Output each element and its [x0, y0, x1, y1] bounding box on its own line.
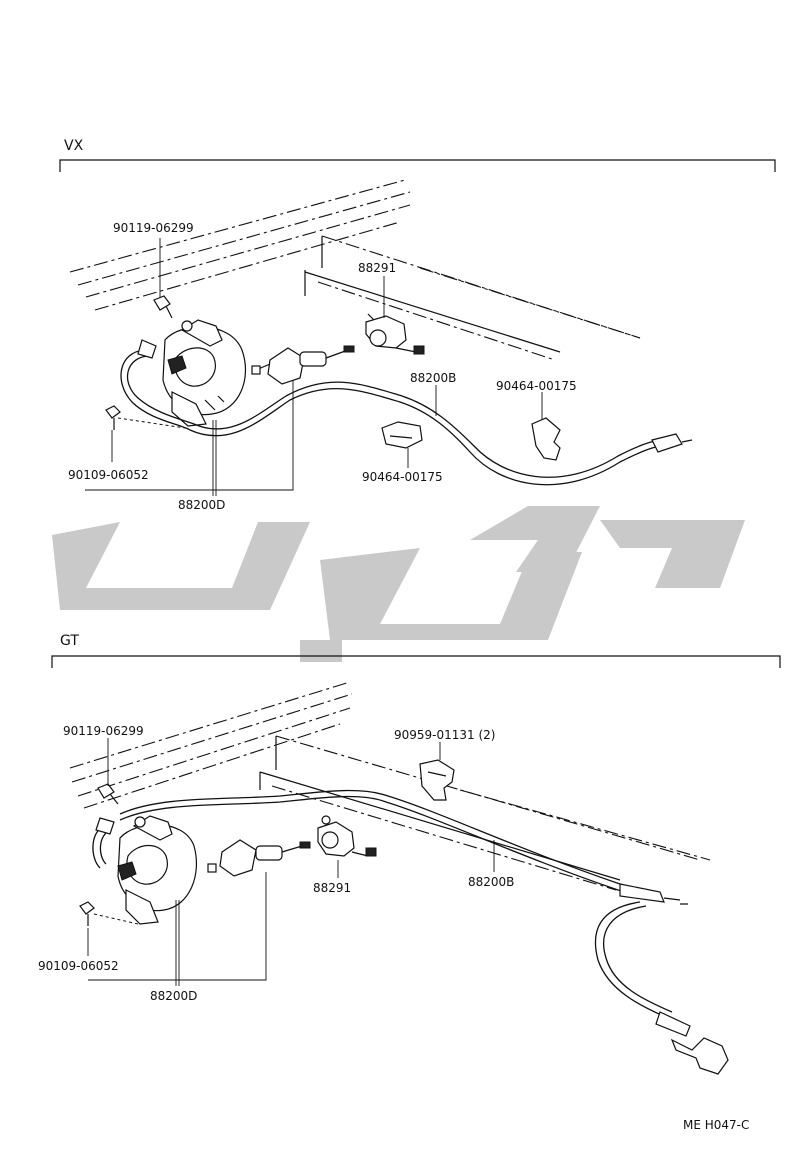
vx-actuator	[120, 319, 661, 486]
gt-bolt-top	[97, 783, 119, 805]
vx-label-clamp-bottom: 90464-00175	[362, 470, 443, 484]
gt-label-bolt-bottom: 90109-06052	[38, 959, 119, 973]
vx-link-assembly	[251, 345, 355, 385]
vx-label-clamp-right: 90464-00175	[496, 379, 577, 393]
gt-cable	[119, 789, 729, 1075]
watermark-logo	[52, 506, 745, 662]
vx-section-bracket	[59, 159, 776, 172]
vx-label-actuator: 88200D	[178, 498, 225, 512]
vx-leader-lines	[85, 238, 543, 496]
gt-actuator	[92, 815, 198, 925]
gt-section-bracket	[51, 655, 781, 668]
vx-bolt-top	[153, 295, 173, 319]
vx-clamp-bottom	[381, 421, 423, 449]
gt-label-clamp: 90959-01131 (2)	[394, 728, 496, 742]
vx-section-title: VX	[64, 138, 84, 154]
vx-label-cable: 88200B	[410, 371, 456, 385]
gt-leader-lines	[87, 738, 495, 986]
gt-section-title: GT	[60, 633, 79, 649]
vx-section: VX	[59, 138, 776, 512]
vx-bolt-bottom	[105, 405, 186, 430]
gt-label-bracket: 88291	[313, 881, 351, 895]
gt-body-outline	[69, 681, 711, 891]
vx-label-bolt-top: 90119-06299	[113, 221, 194, 235]
vx-clamp-right	[531, 417, 561, 461]
vx-label-bracket: 88291	[358, 261, 396, 275]
vx-body-outline	[69, 179, 641, 361]
gt-label-cable: 88200B	[468, 875, 514, 889]
gt-label-actuator: 88200D	[150, 989, 197, 1003]
figure-code: ME H047-C	[683, 1118, 749, 1132]
vx-label-bolt-bottom: 90109-06052	[68, 468, 149, 482]
gt-section: GT	[38, 633, 781, 1075]
gt-bracket-88291	[317, 815, 377, 857]
gt-clamp	[419, 759, 455, 801]
gt-label-bolt-top: 90119-06299	[63, 724, 144, 738]
vx-bracket-88291	[365, 313, 425, 355]
vx-cable-end	[651, 433, 693, 453]
gt-bolt-bottom	[79, 901, 139, 926]
gt-link-assembly	[207, 839, 311, 877]
